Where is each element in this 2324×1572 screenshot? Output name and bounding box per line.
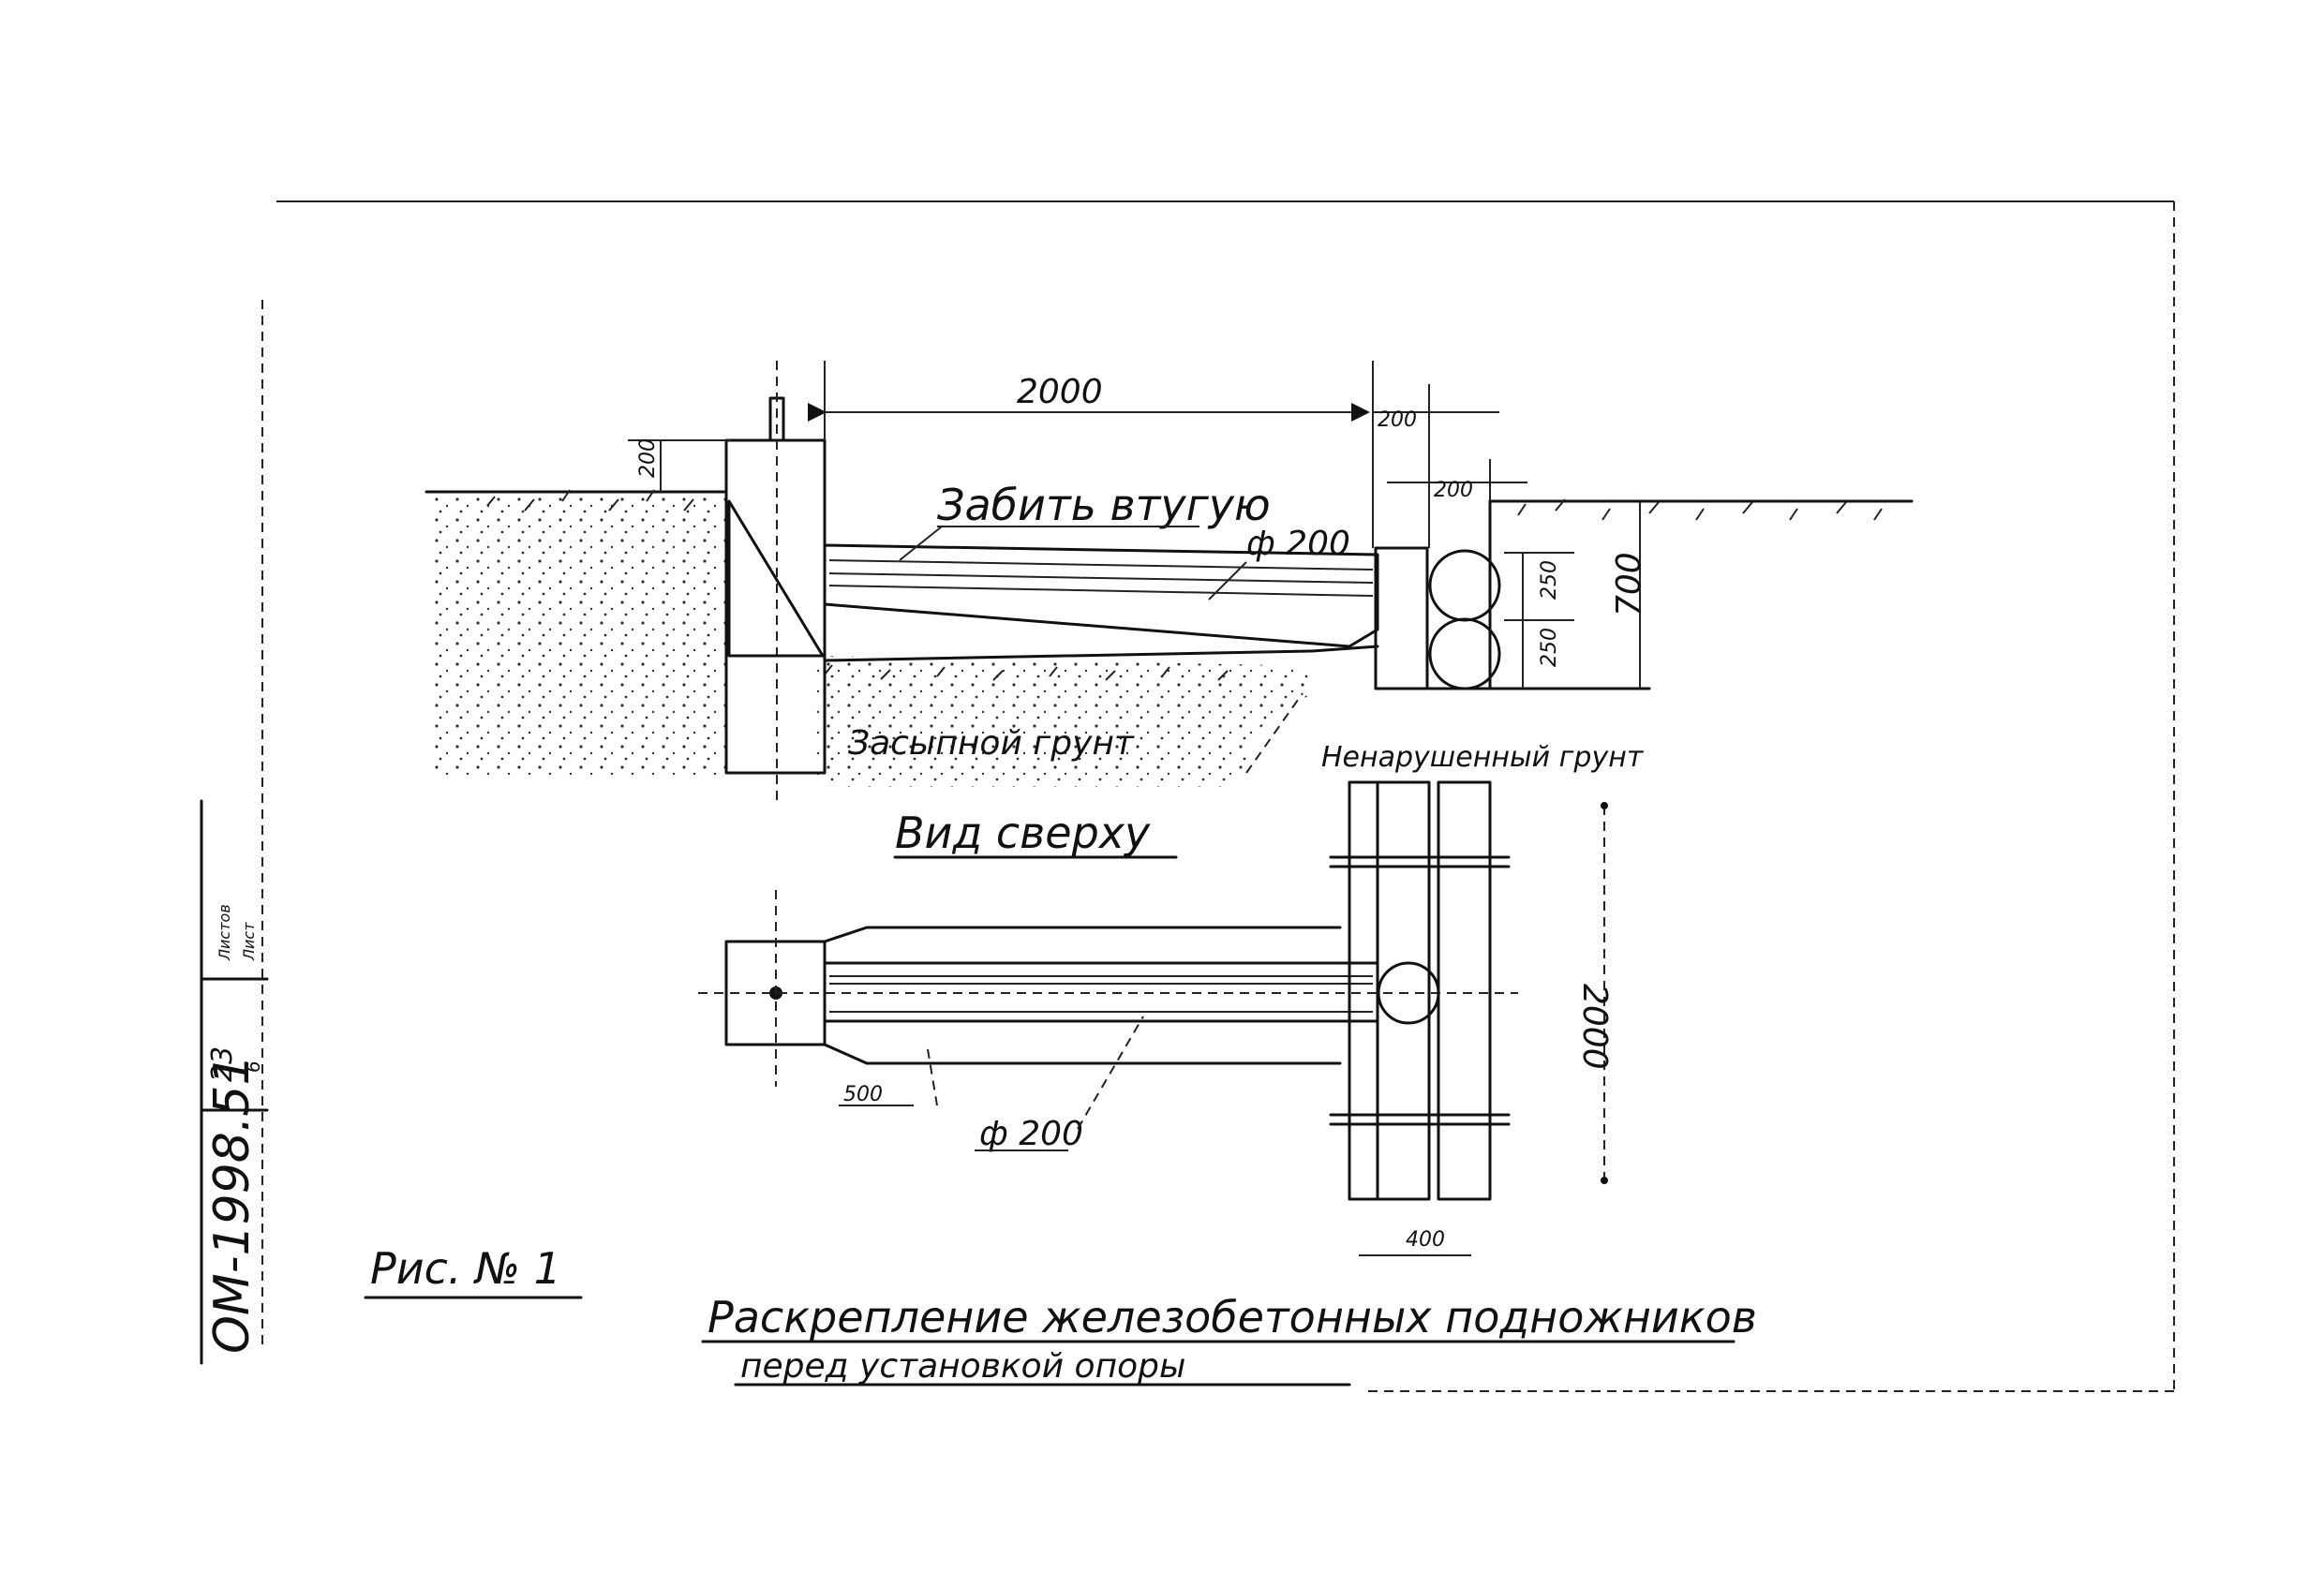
stamp-label-b: Лист bbox=[240, 922, 258, 961]
label-dia-side: ф 200 bbox=[1246, 525, 1350, 563]
timber-plan bbox=[1376, 780, 1431, 1201]
figure-number: Рис. № 1 bbox=[370, 1243, 561, 1294]
title-line-2: перед установкой опоры bbox=[740, 1347, 1185, 1386]
top-view-heading: Вид сверху bbox=[895, 808, 1151, 858]
strut-beam bbox=[823, 543, 1379, 648]
fill-soil-hatch bbox=[815, 656, 1312, 787]
scale-board bbox=[1348, 780, 1379, 1201]
foundation-post bbox=[724, 438, 827, 775]
dim-log-1: 250 bbox=[1538, 560, 1561, 600]
dim-post-offset: 200 bbox=[1434, 479, 1473, 502]
title-line-1: Раскрепление железобетонных подножников bbox=[708, 1292, 1757, 1342]
sheet-number: 23 bbox=[206, 1046, 239, 1082]
dim-post-width: 200 bbox=[1378, 408, 1417, 432]
timber-block bbox=[1374, 546, 1429, 690]
doc-number: ОМ-1998.51 bbox=[204, 1054, 261, 1354]
drawing-frame bbox=[261, 200, 2175, 1392]
top-view: Вид сверху 2000 500 ф 200 bbox=[698, 780, 1614, 1256]
sheet-sub: 6 bbox=[242, 1060, 264, 1073]
label-fill-soil: Засыпной грунт bbox=[848, 724, 1135, 763]
title-block-stamp: ОМ-1998.51 23 6 Листов Лист bbox=[200, 799, 269, 1365]
dim-log-2: 250 bbox=[1538, 628, 1561, 667]
stamp-label-a: Листов bbox=[216, 904, 233, 961]
soil-hatch-left bbox=[431, 497, 726, 778]
dim-ground-offset: 200 bbox=[636, 438, 660, 478]
label-dia-top: ф 200 bbox=[979, 1115, 1083, 1153]
soil-wedge bbox=[727, 499, 825, 658]
dim-span-label: 2000 bbox=[1017, 373, 1103, 411]
dim-base-500: 500 bbox=[843, 1083, 883, 1106]
dim-length-top: 2000 bbox=[1575, 984, 1614, 1070]
caption: Рис. № 1 Раскрепление железобетонных под… bbox=[364, 1243, 1757, 1387]
dim-depth: 700 bbox=[1610, 552, 1648, 616]
label-undisturbed-soil: Ненарушенный грунт bbox=[1321, 741, 1645, 774]
label-hammer-tight: Забить втугую bbox=[937, 480, 1271, 530]
dim-width-400: 400 bbox=[1406, 1228, 1445, 1252]
log-plan-end bbox=[1377, 961, 1440, 1025]
logs-plan bbox=[1437, 780, 1492, 1201]
anchor-bolt bbox=[768, 396, 785, 442]
grass-marks bbox=[486, 489, 1883, 681]
side-section-view: 2000 200 200 200 250 250 700 Забить втуг… bbox=[425, 361, 1914, 806]
